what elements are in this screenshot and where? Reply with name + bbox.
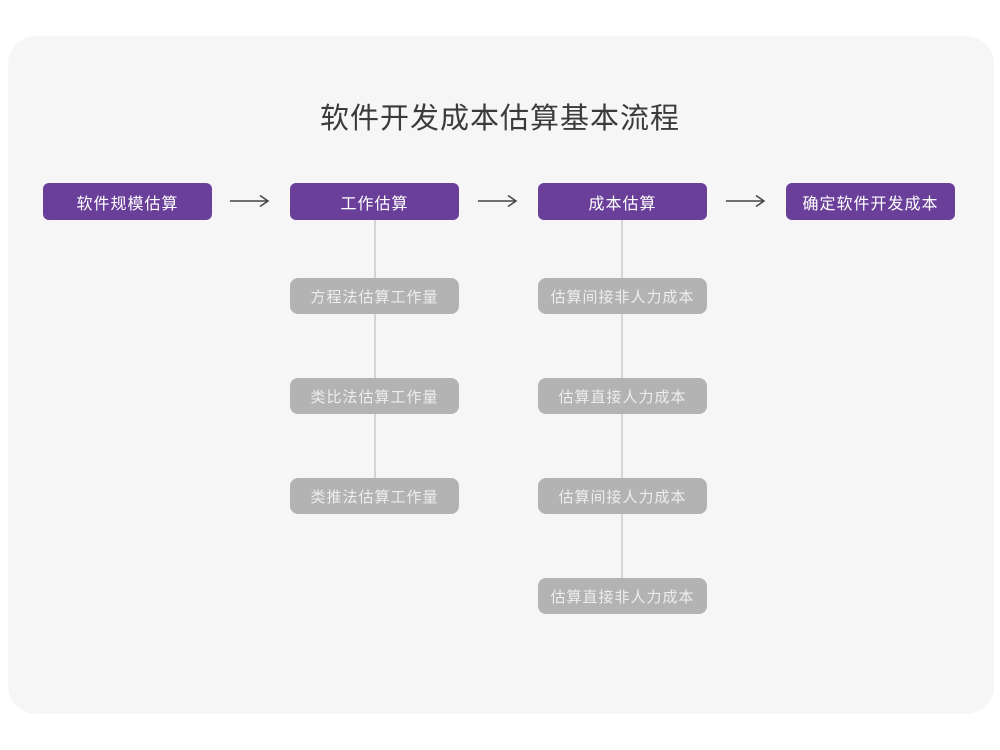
right-arrow-icon <box>478 194 518 208</box>
substep-analogy-method: 类比法估算工作量 <box>290 378 459 414</box>
diagram-card <box>8 36 994 714</box>
right-arrow-icon <box>230 194 270 208</box>
substep-direct-non-labor-cost: 估算直接非人力成本 <box>538 578 707 614</box>
substep-indirect-non-labor-cost: 估算间接非人力成本 <box>538 278 707 314</box>
main-step-work-estimation: 工作估算 <box>290 183 459 220</box>
substep-extrapolation-method: 类推法估算工作量 <box>290 478 459 514</box>
diagram-title: 软件开发成本估算基本流程 <box>319 103 680 135</box>
main-step-software-size-estimation: 软件规模估算 <box>43 183 212 220</box>
substep-indirect-labor-cost: 估算间接人力成本 <box>538 478 707 514</box>
main-step-determine-development-cost: 确定软件开发成本 <box>786 183 955 220</box>
right-arrow-icon <box>726 194 766 208</box>
substep-equation-method: 方程法估算工作量 <box>290 278 459 314</box>
substep-direct-labor-cost: 估算直接人力成本 <box>538 378 707 414</box>
connector-line-work-estimation <box>374 220 376 478</box>
main-step-cost-estimation: 成本估算 <box>538 183 707 220</box>
